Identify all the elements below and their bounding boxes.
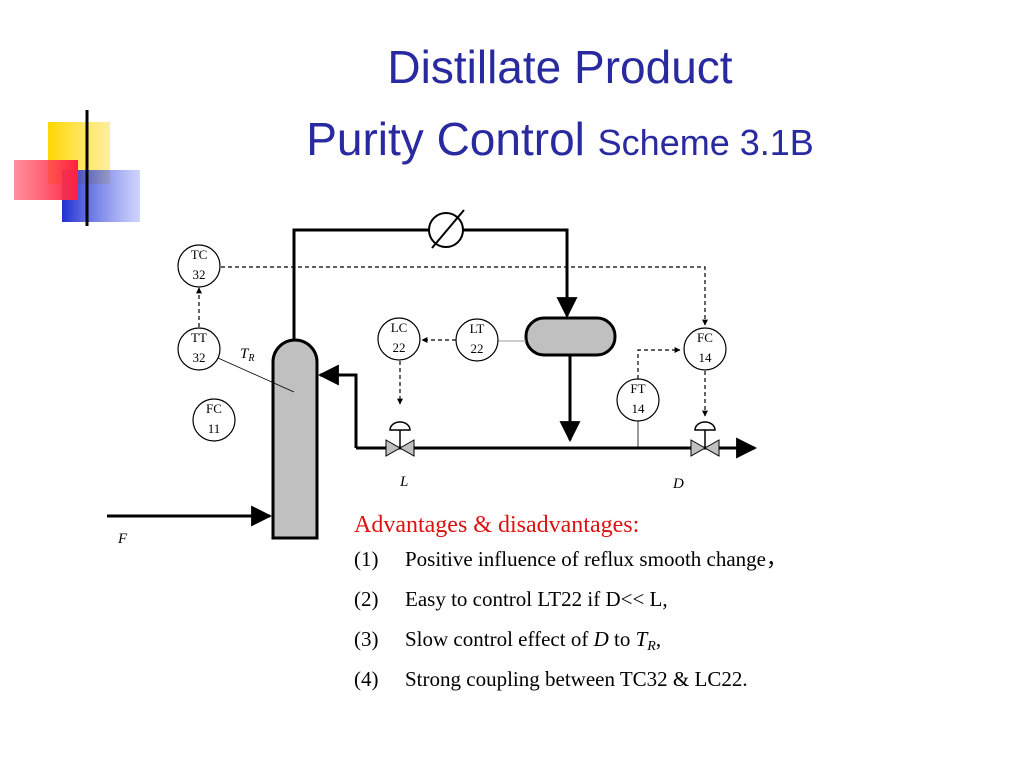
process-control-diagram: TC 32 TT 32 FC 11 LC 22 LT 22 FC 14 bbox=[107, 209, 758, 547]
overhead-vapor-line bbox=[292, 228, 578, 340]
note-number: (2) bbox=[354, 587, 379, 611]
instrument-fc14: FC 14 bbox=[683, 327, 727, 371]
reflux-drum bbox=[524, 316, 617, 357]
feed-f-label: F bbox=[117, 531, 128, 547]
reflux-control-valve bbox=[385, 421, 415, 457]
tr-label: TR bbox=[240, 346, 254, 364]
advantages-heading: Advantages & disadvantages: bbox=[354, 512, 640, 538]
slide-title-scheme: Scheme 3.1B bbox=[597, 122, 814, 163]
ft14-num: 14 bbox=[632, 401, 646, 416]
ft14-tag: FT bbox=[630, 381, 645, 396]
note-number: (3) bbox=[354, 627, 379, 651]
note-item-4: (4) Strong coupling between TC32 & LC22. bbox=[354, 666, 994, 693]
note-text: Strong coupling between TC32 & LC22. bbox=[405, 667, 748, 691]
slide-title-line2: Purity Control Scheme 3.1B bbox=[180, 116, 940, 162]
tc32-tag: TC bbox=[191, 247, 208, 262]
note-text: Slow control effect of D to TR, bbox=[405, 627, 662, 654]
tc32-num: 32 bbox=[193, 267, 206, 282]
slide-title-main: Purity Control bbox=[306, 113, 585, 165]
note-text: Easy to control LT22 if D<< L, bbox=[405, 587, 668, 611]
fc14-num: 14 bbox=[699, 350, 713, 365]
tc32-to-fc14-setpoint-signal bbox=[221, 266, 708, 326]
note-number: (1) bbox=[354, 547, 379, 571]
lc22-num: 22 bbox=[393, 340, 406, 355]
instrument-fc11: FC 11 bbox=[192, 398, 236, 442]
advantages-notes: Advantages & disadvantages: (1) Positive… bbox=[354, 510, 994, 706]
lt22-tag: LT bbox=[470, 321, 485, 336]
decorative-corner-graphic bbox=[14, 110, 990, 226]
note-item-3: (3) Slow control effect of D to TR, bbox=[354, 626, 994, 654]
tt32-sensor-line bbox=[217, 357, 295, 393]
note-text: Positive influence of reflux smooth chan… bbox=[405, 547, 787, 571]
instrument-lc22: LC 22 bbox=[377, 317, 421, 361]
distillate-control-valve bbox=[690, 421, 720, 457]
tt32-num: 32 bbox=[193, 350, 206, 365]
distillation-column bbox=[271, 338, 319, 540]
condenser-icon bbox=[428, 209, 465, 249]
fc11-tag: FC bbox=[206, 401, 222, 416]
distillate-d-label: D bbox=[672, 476, 684, 492]
deco-red-square bbox=[14, 160, 78, 200]
fc14-tag: FC bbox=[697, 330, 713, 345]
instrument-lt22: LT 22 bbox=[455, 318, 499, 362]
slide-title-line1: Distillate Product bbox=[387, 41, 733, 93]
note-item-1: (1) Positive influence of reflux smooth … bbox=[354, 546, 994, 573]
ft14-to-fc14-signal bbox=[637, 347, 681, 379]
reflux-return-line bbox=[317, 364, 358, 448]
tt32-tag: TT bbox=[191, 330, 207, 345]
note-item-2: (2) Easy to control LT22 if D<< L, bbox=[354, 586, 994, 613]
instrument-tc32: TC 32 bbox=[177, 244, 221, 288]
lt22-num: 22 bbox=[471, 341, 484, 356]
note-number: (4) bbox=[354, 667, 379, 691]
instrument-tt32: TT 32 bbox=[177, 327, 221, 371]
reflux-l-label: L bbox=[399, 474, 408, 490]
fc11-num: 11 bbox=[208, 421, 221, 436]
instrument-ft14: FT 14 bbox=[616, 378, 660, 422]
lc22-tag: LC bbox=[391, 320, 408, 335]
